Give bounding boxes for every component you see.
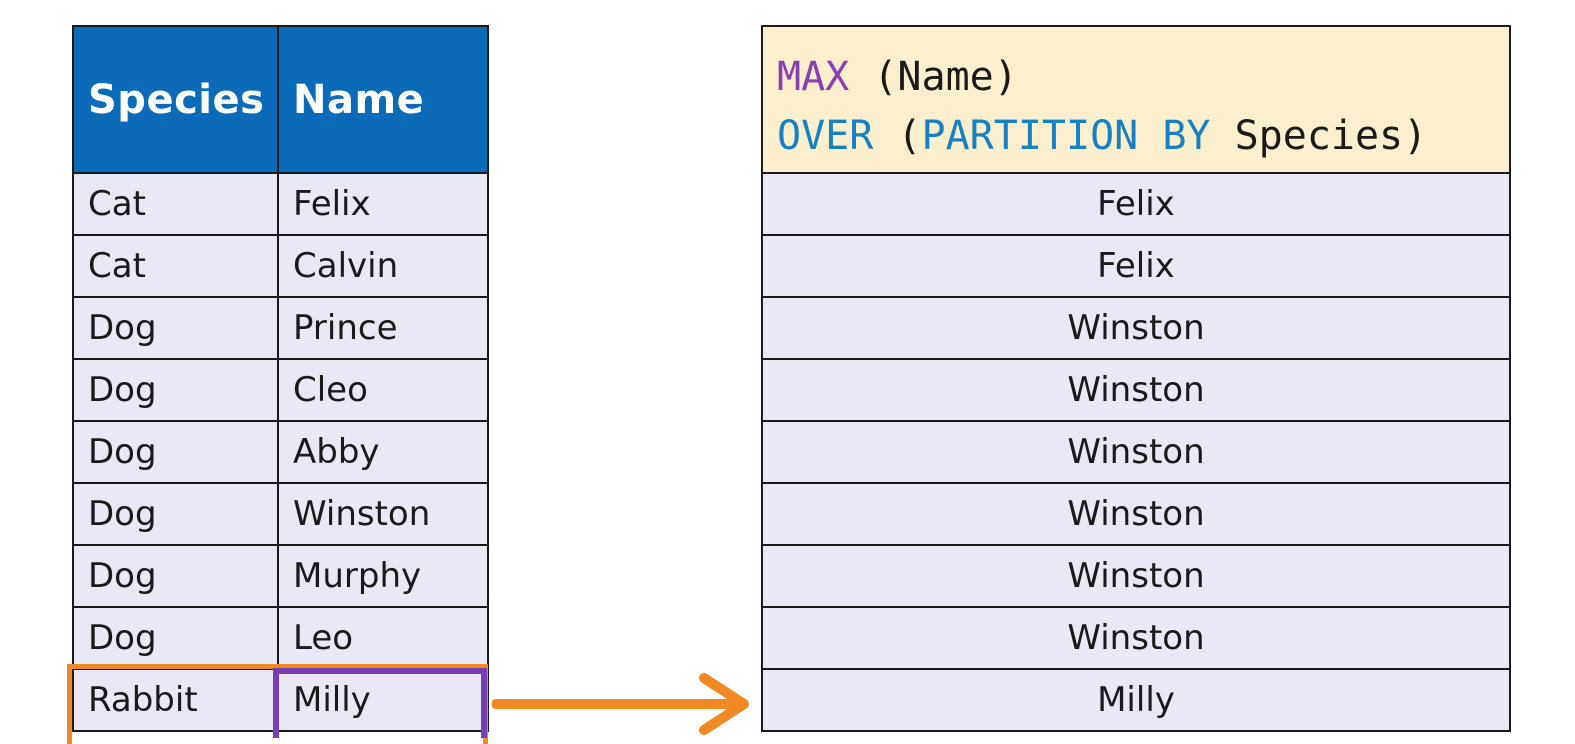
species-cell: Rabbit [72, 668, 279, 732]
source-header-row: Species Name [72, 25, 489, 174]
formula-line-1: MAX (Name) [777, 48, 1509, 107]
result-cell: Winston [761, 482, 1511, 546]
table-row: Dog Winston [72, 482, 489, 546]
table-row: Cat Felix [72, 172, 489, 236]
name-cell: Cleo [277, 358, 489, 422]
name-cell: Winston [277, 482, 489, 546]
species-cell: Dog [72, 482, 279, 546]
species-cell: Dog [72, 296, 279, 360]
formula-line-2: OVER (PARTITION BY Species) [777, 107, 1509, 166]
table-row: Dog Cleo [72, 358, 489, 422]
table-row: Winston [761, 358, 1511, 422]
max-keyword: MAX [777, 53, 850, 100]
name-cell: Abby [277, 420, 489, 484]
source-table: Species Name Cat Felix Cat Calvin Dog Pr… [72, 25, 489, 732]
formula-header-row: MAX (Name) OVER (PARTITION BY Species) [761, 25, 1511, 174]
table-row: Milly [761, 668, 1511, 732]
name-cell: Calvin [277, 234, 489, 298]
result-cell: Winston [761, 606, 1511, 670]
partition-column: Species) [1210, 112, 1428, 159]
table-row: Winston [761, 544, 1511, 608]
result-cell: Felix [761, 234, 1511, 298]
table-row: Winston [761, 420, 1511, 484]
table-row: Cat Calvin [72, 234, 489, 298]
table-row: Dog Leo [72, 606, 489, 670]
name-cell: Leo [277, 606, 489, 670]
table-row: Winston [761, 482, 1511, 546]
table-row: Felix [761, 172, 1511, 236]
over-keyword: OVER [777, 112, 874, 159]
formula-header: MAX (Name) OVER (PARTITION BY Species) [761, 25, 1511, 174]
result-cell: Winston [761, 296, 1511, 360]
max-args: (Name) [849, 53, 1018, 100]
cell-highlight-box [273, 668, 487, 738]
result-cell: Winston [761, 420, 1511, 484]
partition-by-keyword: PARTITION BY [921, 112, 1211, 159]
species-cell: Dog [72, 420, 279, 484]
table-row: Dog Murphy [72, 544, 489, 608]
result-cell: Milly [761, 668, 1511, 732]
over-paren: ( [873, 112, 922, 159]
result-cell: Felix [761, 172, 1511, 236]
table-row: Felix [761, 234, 1511, 298]
name-cell: Murphy [277, 544, 489, 608]
table-row: Dog Prince [72, 296, 489, 360]
result-cell: Winston [761, 358, 1511, 422]
table-row: Winston [761, 296, 1511, 360]
table-row: Dog Abby [72, 420, 489, 484]
result-cell: Winston [761, 544, 1511, 608]
species-header: Species [72, 25, 279, 174]
species-cell: Dog [72, 606, 279, 670]
name-cell: Felix [277, 172, 489, 236]
result-table: MAX (Name) OVER (PARTITION BY Species) F… [761, 25, 1511, 732]
species-cell: Dog [72, 358, 279, 422]
species-cell: Cat [72, 172, 279, 236]
name-cell: Prince [277, 296, 489, 360]
arrow-right-icon [492, 673, 749, 735]
name-header: Name [277, 25, 489, 174]
table-row: Winston [761, 606, 1511, 670]
species-cell: Dog [72, 544, 279, 608]
species-cell: Cat [72, 234, 279, 298]
